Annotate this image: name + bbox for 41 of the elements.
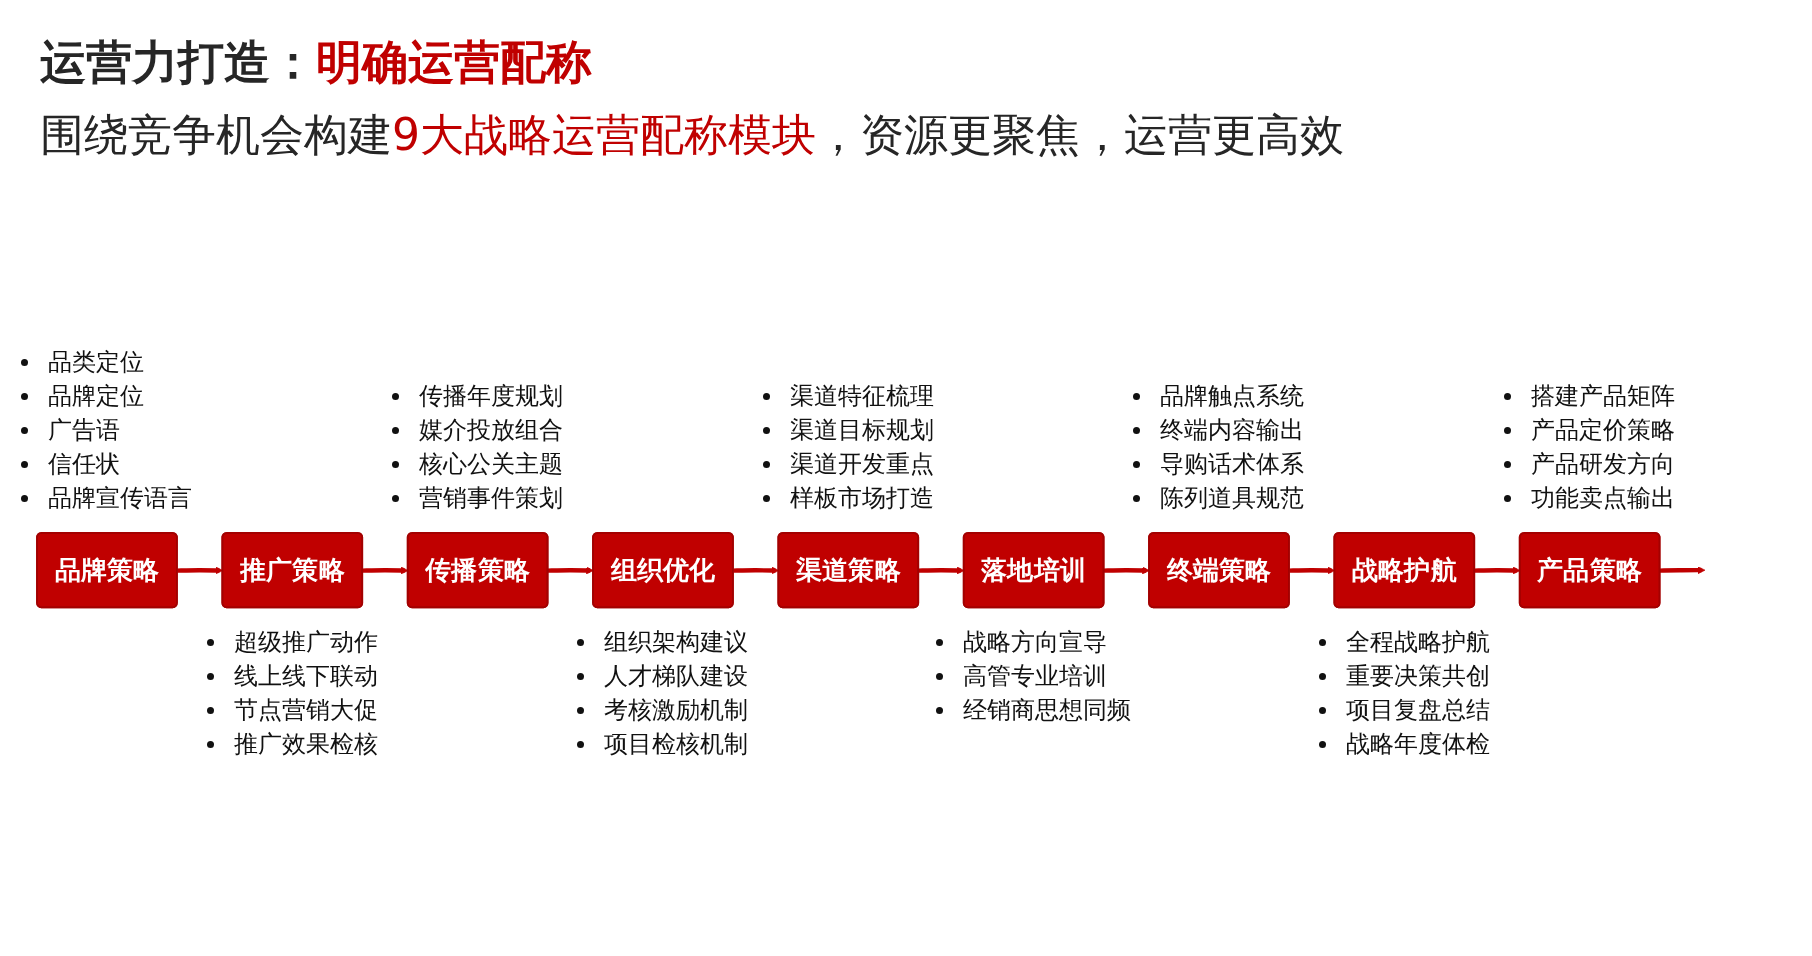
list-item: 搭建产品矩阵: [1531, 381, 1675, 411]
list-item: 人才梯队建设: [604, 661, 748, 691]
list-item: 品类定位: [48, 347, 144, 377]
list-item: 战略年度体检: [1346, 729, 1490, 759]
subtitle: 围绕竞争机会构建9大战略运营配称模块，资源更聚焦，运营更高效: [40, 107, 1344, 162]
list-item: 导购话术体系: [1160, 449, 1304, 479]
list-item: 高管专业培训: [963, 661, 1107, 691]
list-item: 渠道特征梳理: [790, 381, 934, 411]
list-item: 产品定价策略: [1531, 415, 1675, 445]
arrow: [547, 566, 594, 575]
list-item: 产品研发方向: [1531, 449, 1675, 479]
list-item: 功能卖点输出: [1531, 483, 1675, 513]
list-item: 经销商思想同频: [963, 695, 1131, 725]
list-item: 样板市场打造: [790, 483, 934, 513]
list-item: 推广效果检核: [234, 729, 378, 759]
list-item: 组织架构建议: [604, 627, 748, 657]
list-item: 项目检核机制: [604, 729, 748, 759]
list-item: 媒介投放组合: [419, 415, 563, 445]
list-item: 超级推广动作: [234, 627, 378, 657]
list-item: 品牌宣传语言: [48, 483, 192, 513]
list-item: 战略方向宣导: [963, 627, 1107, 657]
list-item: 全程战略护航: [1346, 627, 1490, 657]
list-item: 传播年度规划: [419, 381, 563, 411]
list-item: 重要决策共创: [1346, 661, 1490, 691]
title: 运营力打造：明确运营配称: [40, 34, 592, 91]
list-item: 项目复盘总结: [1346, 695, 1490, 725]
arrow: [1659, 566, 1706, 574]
list-item: 核心公关主题: [419, 449, 563, 479]
list-item: 渠道目标规划: [790, 415, 934, 445]
list-item: 线上线下联动: [234, 661, 378, 691]
arrow: [1103, 566, 1150, 575]
list-item: 终端内容输出: [1160, 415, 1304, 445]
list-item: 信任状: [48, 449, 120, 479]
list-item: 陈列道具规范: [1160, 483, 1304, 513]
list-item: 品牌触点系统: [1160, 381, 1304, 411]
list-item: 营销事件策划: [419, 483, 563, 513]
list-item: 品牌定位: [48, 381, 144, 411]
list-item: 渠道开发重点: [790, 449, 934, 479]
list-item: 考核激励机制: [604, 695, 748, 725]
list-item: 广告语: [48, 415, 120, 445]
list-item: 节点营销大促: [234, 695, 378, 725]
